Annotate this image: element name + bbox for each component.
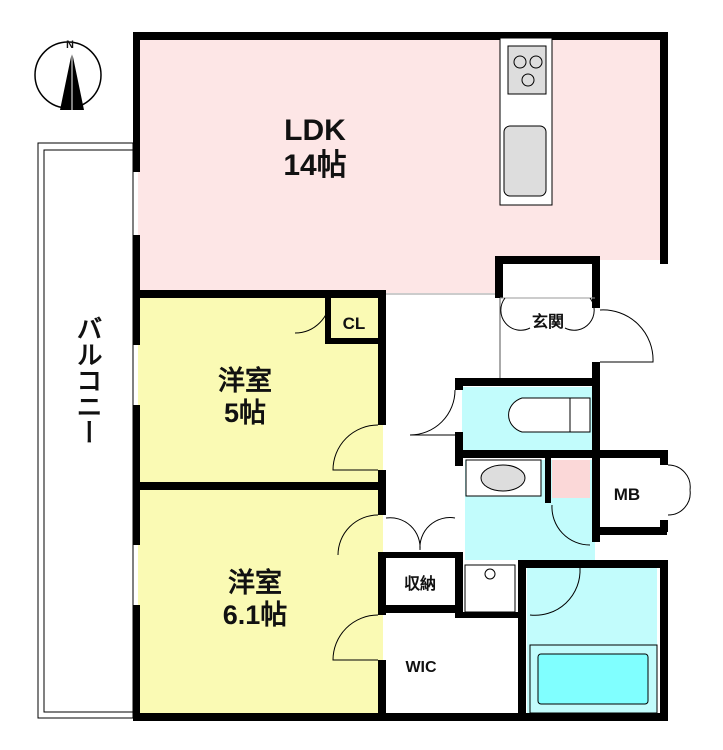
stove-icon — [507, 45, 547, 95]
storage-label: 収納 — [404, 574, 436, 593]
meter-box-label: MB — [614, 485, 640, 504]
closet-label: CL — [343, 314, 366, 333]
toilet-icon — [508, 397, 591, 433]
doors — [294, 293, 691, 661]
ldk-label: LDK — [284, 114, 346, 147]
sink-icon — [503, 125, 547, 197]
bathtub-icon — [529, 644, 658, 714]
laundry-space — [464, 564, 516, 613]
western-room-2-floor — [138, 490, 383, 715]
kitchen-counter — [499, 37, 553, 206]
ldk-floor — [138, 38, 662, 260]
western-room-2-size: 6.1帖 — [223, 600, 288, 630]
balcony: バルコニー — [37, 142, 134, 719]
fridge-space — [552, 460, 590, 498]
compass: N — [34, 39, 102, 110]
western-room-1-floor — [138, 298, 383, 483]
wic-label: WIC — [405, 659, 437, 676]
western-room-1-size: 5帖 — [224, 398, 266, 428]
western-room-2-label: 洋室 — [228, 567, 282, 598]
ldk-size: 14帖 — [283, 149, 346, 182]
balcony-label: バルコニー — [73, 315, 103, 445]
entrance-label: 玄関 — [532, 312, 564, 331]
western-room-1-label: 洋室 — [218, 365, 272, 396]
walls — [133, 32, 668, 721]
north-label: N — [66, 39, 74, 51]
wash-basin-icon — [465, 459, 542, 497]
